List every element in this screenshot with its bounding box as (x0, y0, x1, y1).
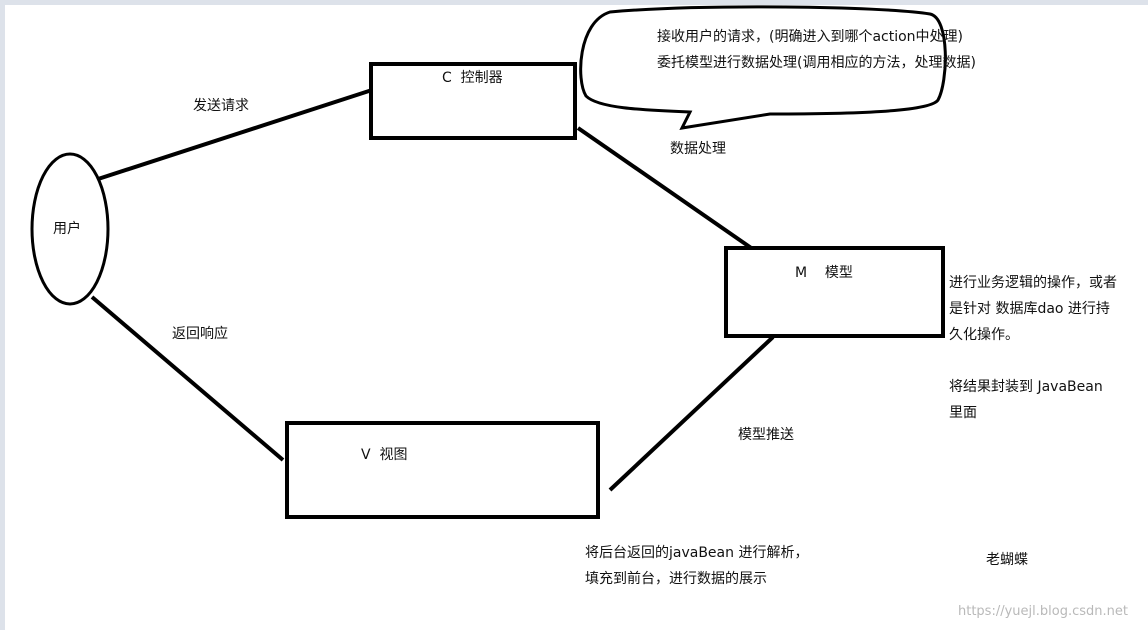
node-user-ellipse (30, 152, 110, 306)
node-user-label: 用户 (53, 221, 81, 237)
author-label: 老蝴蝶 (986, 552, 1028, 568)
controller-note-line1: 接收用户的请求，(明确进入到哪个action中处理) (657, 29, 964, 45)
node-controller-label: C 控制器 (442, 70, 503, 86)
edge-label-data-processing: 数据处理 (670, 141, 726, 157)
model-ops-note: 进行业务逻辑的操作，或者是针对 数据库dao 进行持久化操作。 (949, 275, 1117, 343)
edge-label-return-response: 返回响应 (172, 326, 228, 342)
view-note-line1: 将后台返回的javaBean 进行解析， (585, 545, 809, 561)
controller-note-bubble (579, 5, 947, 130)
node-model-label: M 模型 (795, 265, 853, 281)
edge-label-model-push: 模型推送 (738, 427, 794, 443)
edge-user-controller (94, 88, 373, 182)
node-view-label: V 视图 (361, 447, 408, 463)
edge-model-view (608, 335, 775, 492)
node-controller-box (369, 62, 577, 140)
edge-label-send-request: 发送请求 (193, 98, 249, 114)
view-note-line2: 填充到前台，进行数据的展示 (585, 571, 767, 587)
edge-controller-model (576, 126, 759, 254)
node-view-box (285, 421, 600, 519)
controller-note-line2: 委托模型进行数据处理(调用相应的方法，处理数据) (657, 55, 976, 71)
node-model-box (724, 246, 945, 338)
watermark: https://yuejl.blog.csdn.net (958, 604, 1128, 619)
edge-view-user (90, 295, 285, 462)
window-left-edge (0, 0, 5, 630)
window-top-edge (0, 0, 1148, 5)
model-javabean-note: 将结果封装到 JavaBean 里面 (949, 379, 1103, 421)
